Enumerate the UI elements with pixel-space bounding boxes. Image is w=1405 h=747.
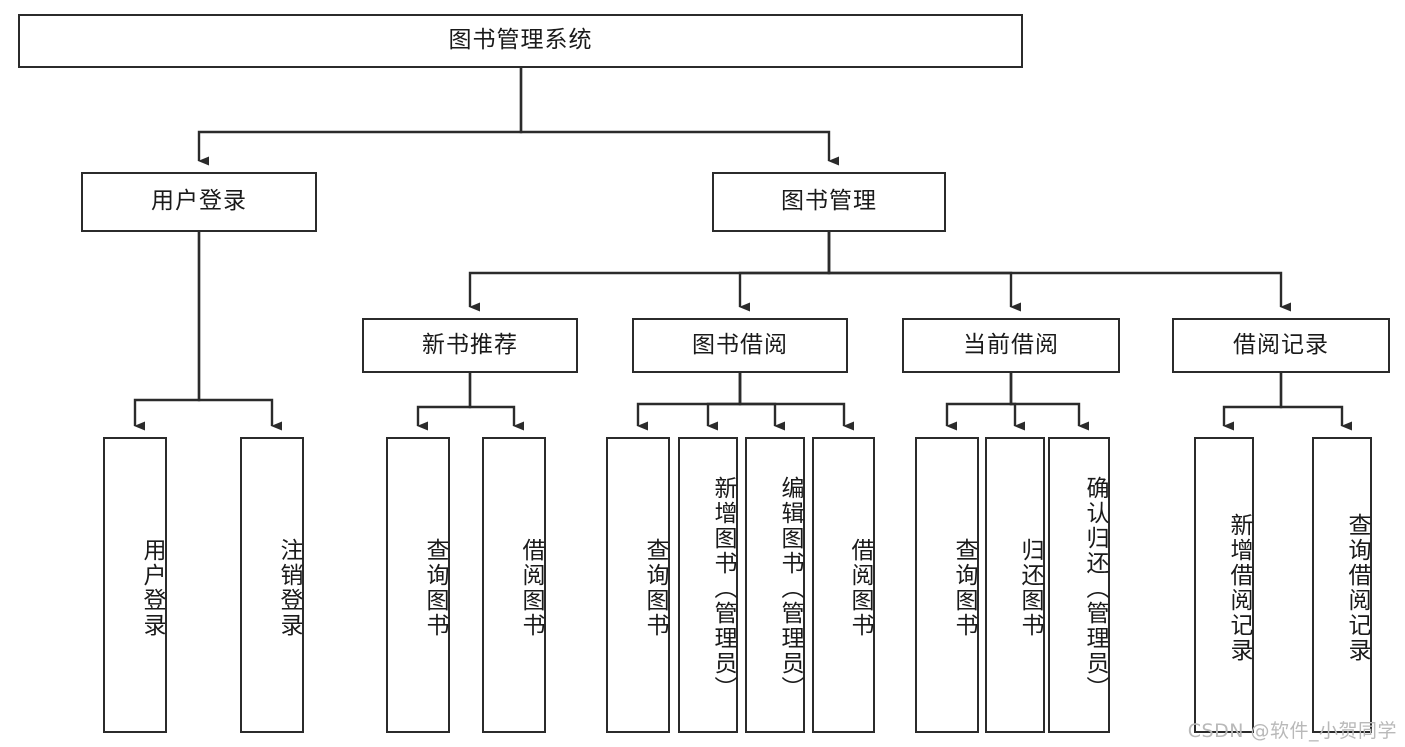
node-root[interactable]: 图书管理系统 [18, 14, 1023, 68]
node-label: 借阅图书 [518, 538, 544, 638]
node-bookmgmt[interactable]: 图书管理 [712, 172, 946, 232]
node-label: 新增图书（管理员） [710, 475, 736, 701]
edge-records-to-leaf-rec-query [1279, 373, 1352, 431]
node-label: 用户登录 [151, 188, 247, 215]
node-label: 查询图书 [422, 538, 448, 638]
node-newrec[interactable]: 新书推荐 [362, 318, 578, 373]
node-label: 确认归还（管理员） [1082, 475, 1108, 701]
node-leaf-bo-add[interactable]: 新增图书（管理员） [678, 437, 738, 733]
node-label: 查询图书 [642, 538, 668, 638]
edge-borrow-to-leaf-bo-add [706, 373, 742, 431]
node-label: 图书管理 [781, 188, 877, 215]
edge-newrec-to-leaf-nr-query [416, 373, 472, 431]
node-leaf-nr-query[interactable]: 查询图书 [386, 437, 450, 733]
node-label: 当前借阅 [963, 331, 1059, 358]
node-label: 图书借阅 [692, 331, 788, 358]
node-label: 查询图书 [951, 538, 977, 638]
node-label: 归还图书 [1017, 538, 1043, 638]
node-leaf-cu-confirm[interactable]: 确认归还（管理员） [1048, 437, 1110, 733]
edge-current-to-leaf-cu-confirm [1009, 373, 1089, 431]
node-leaf-user-login[interactable]: 用户登录 [103, 437, 167, 733]
node-label: 新增借阅记录 [1226, 513, 1252, 663]
edge-borrow-to-leaf-bo-query [636, 373, 742, 431]
edge-current-to-leaf-cu-return [1009, 373, 1025, 431]
watermark-text: CSDN @软件_小贺同学 [1187, 720, 1397, 742]
node-leaf-cu-query[interactable]: 查询图书 [915, 437, 979, 733]
node-leaf-bo-edit[interactable]: 编辑图书（管理员） [745, 437, 805, 733]
edge-borrow-to-leaf-bo-borrow [738, 373, 854, 431]
node-label: 借阅记录 [1233, 331, 1329, 358]
node-label: 查询借阅记录 [1344, 513, 1370, 663]
edge-login-to-leaf-user-login [133, 232, 201, 431]
edge-bookmgmt-to-newrec [468, 232, 831, 312]
node-records[interactable]: 借阅记录 [1172, 318, 1390, 373]
node-label: 借阅图书 [847, 538, 873, 638]
node-leaf-bo-borrow[interactable]: 借阅图书 [812, 437, 875, 733]
edge-login-to-leaf-user-logout [197, 232, 282, 431]
edge-current-to-leaf-cu-query [945, 373, 1013, 431]
node-leaf-cu-return[interactable]: 归还图书 [985, 437, 1045, 733]
edge-records-to-leaf-rec-add [1222, 373, 1283, 431]
node-label: 用户登录 [139, 538, 165, 638]
edge-bookmgmt-to-current [827, 232, 1021, 312]
edge-root-to-bookmgmt [519, 68, 839, 166]
node-label: 注销登录 [276, 538, 302, 638]
node-label: 图书管理系统 [448, 27, 593, 54]
node-label: 编辑图书（管理员） [777, 475, 803, 701]
edge-borrow-to-leaf-bo-edit [738, 373, 785, 431]
node-borrow[interactable]: 图书借阅 [632, 318, 848, 373]
node-label: 新书推荐 [422, 331, 518, 358]
node-leaf-rec-add[interactable]: 新增借阅记录 [1194, 437, 1254, 733]
node-leaf-rec-query[interactable]: 查询借阅记录 [1312, 437, 1372, 733]
node-current[interactable]: 当前借阅 [902, 318, 1120, 373]
node-leaf-user-logout[interactable]: 注销登录 [240, 437, 304, 733]
node-leaf-bo-query[interactable]: 查询图书 [606, 437, 670, 733]
node-login[interactable]: 用户登录 [81, 172, 317, 232]
edge-bookmgmt-to-borrow [738, 232, 831, 312]
edge-newrec-to-leaf-nr-borrow [468, 373, 524, 431]
edge-root-to-login [197, 68, 523, 166]
edge-bookmgmt-to-records [827, 232, 1291, 312]
node-leaf-nr-borrow[interactable]: 借阅图书 [482, 437, 546, 733]
